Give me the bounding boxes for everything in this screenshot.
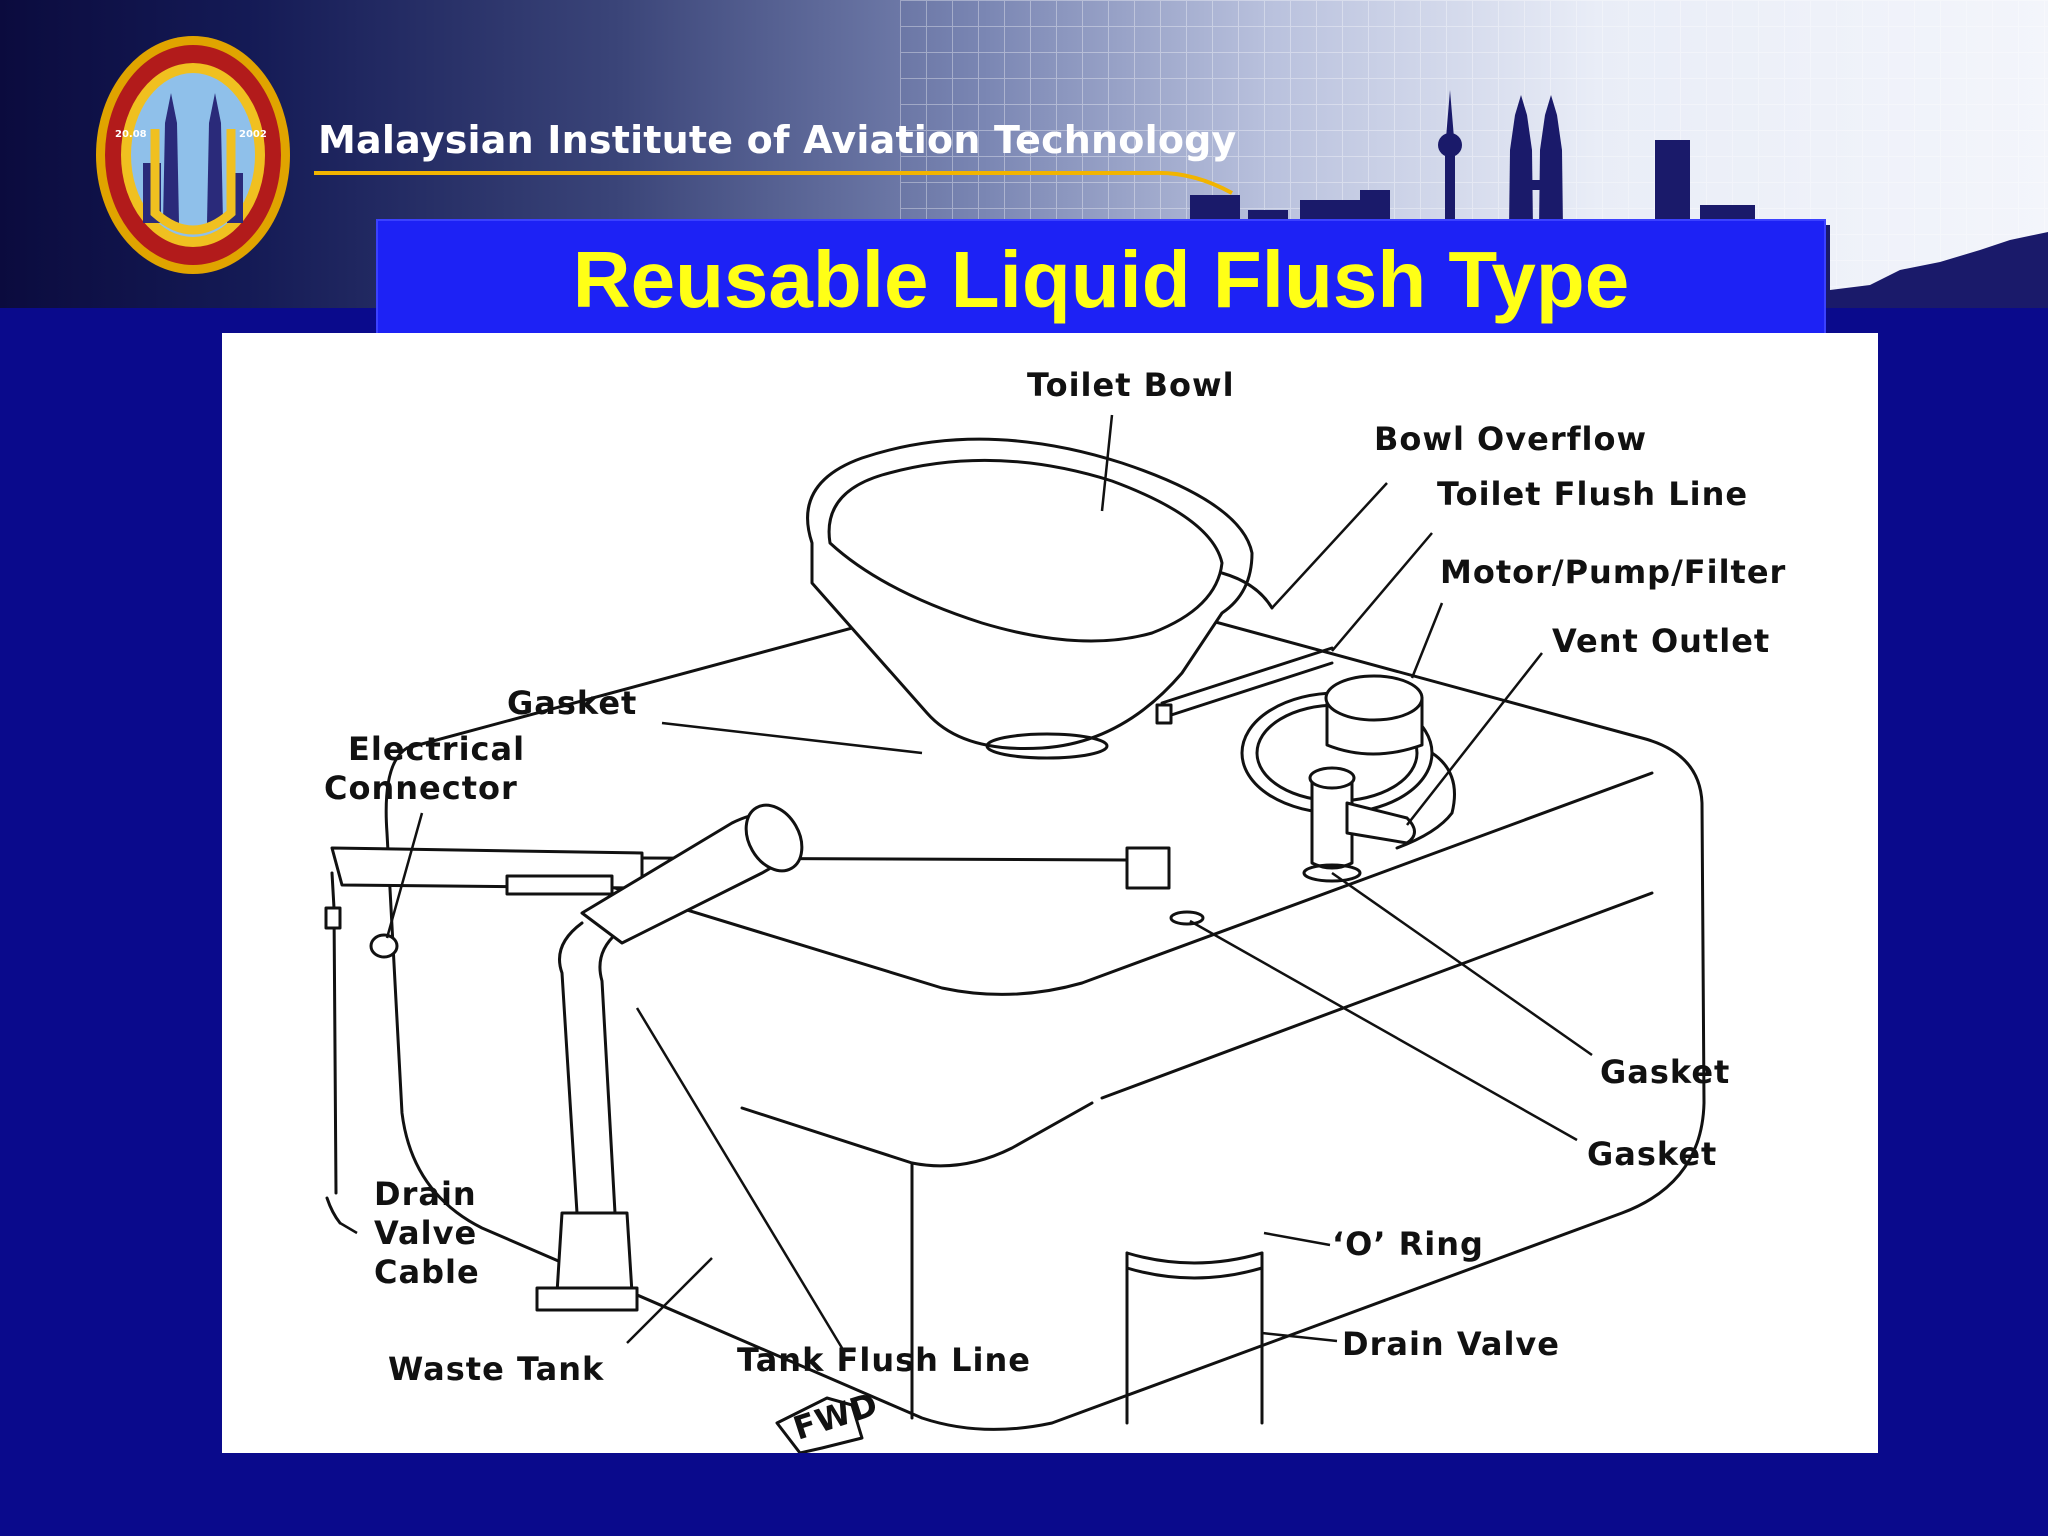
toilet-system-diagram: FWD Toilet Bowl Bowl Overflow Toilet Flu…: [324, 366, 1786, 1453]
logo-year-left: 20.08: [115, 129, 147, 140]
cable-break-mark: [325, 1196, 342, 1225]
label-gasket-bowl: Gasket: [507, 684, 637, 722]
header-accent-underline: [314, 170, 1233, 195]
vent-gasket-ring: [1302, 863, 1362, 883]
university-crest-logo: 20.08 2002: [96, 36, 290, 274]
bowl-overflow-tube: [1220, 571, 1274, 610]
leader-waste-tank: [626, 1257, 713, 1344]
leader-gasket-bowl: [661, 721, 923, 755]
flush-line-coupling: [555, 1211, 634, 1295]
leader-tank-flush-line: [635, 1007, 844, 1349]
pump-outlet-hose: [1395, 751, 1456, 850]
label-bowl-overflow: Bowl Overflow: [1374, 420, 1647, 458]
leader-gasket-right-2: [1189, 919, 1578, 1142]
toilet-bowl-shape: [806, 437, 1254, 751]
label-drain-valve: Drain Valve: [1342, 1325, 1560, 1363]
drain-valve-column: [1125, 1251, 1264, 1425]
cable-fitting: [324, 906, 342, 930]
electrical-connector-plug: [369, 933, 399, 959]
tank-flush-line-inner: [598, 931, 619, 1215]
flush-line-bracket: [1155, 703, 1173, 725]
leader-electrical-connector: [385, 812, 424, 939]
toilet-bowl-rim: [827, 458, 1224, 643]
leader-drain-valve: [1261, 1331, 1338, 1343]
fwd-arrow-icon: [775, 1396, 864, 1453]
label-drain-valve-cable-line3: Cable: [374, 1253, 480, 1291]
leader-drain-valve-cable: [339, 1221, 358, 1235]
logo-year-right: 2002: [239, 129, 267, 140]
vent-outlet-pipe: [1345, 801, 1416, 845]
leader-vent-outlet: [1406, 652, 1543, 826]
label-drain-valve-cable-line2: Valve: [374, 1214, 477, 1252]
leader-motor-pump-filter: [1410, 602, 1444, 679]
label-tank-flush-line: Tank Flush Line: [737, 1341, 1031, 1379]
leader-toilet-flush-line: [1331, 532, 1433, 652]
actuator-gasket: [1169, 910, 1205, 926]
o-ring-seal-lower: [1125, 1266, 1264, 1280]
valve-actuator-box: [1125, 846, 1171, 890]
leader-o-ring: [1263, 1231, 1331, 1247]
tank-top-edge: [515, 771, 1654, 996]
label-o-ring: ‘O’ Ring: [1332, 1225, 1484, 1263]
leader-gasket-right-1: [1331, 871, 1593, 1057]
label-electrical-connector-line2: Connector: [324, 769, 518, 807]
diagram-panel: FWD Toilet Bowl Bowl Overflow Toilet Flu…: [222, 333, 1878, 1453]
tank-ridge: [740, 1101, 1094, 1168]
label-motor-pump-filter: Motor/Pump/Filter: [1440, 553, 1786, 591]
label-waste-tank: Waste Tank: [388, 1350, 604, 1388]
leader-bowl-overflow: [1271, 482, 1388, 609]
label-drain-valve-cable-line1: Drain: [374, 1175, 477, 1213]
elbow-port: [744, 803, 804, 873]
flush-line-fitting-base: [535, 1286, 639, 1312]
institute-name: Malaysian Institute of Aviation Technolo…: [318, 118, 1237, 162]
label-toilet-bowl: Toilet Bowl: [1027, 366, 1235, 404]
tank-mid-line: [1100, 891, 1654, 1100]
motor-pump-top: [1324, 674, 1424, 722]
waste-tank-body: [384, 578, 1706, 1431]
label-toilet-flush-line: Toilet Flush Line: [1437, 475, 1748, 513]
toilet-flush-line-pipe: [1160, 646, 1334, 720]
label-gasket-right-1: Gasket: [1600, 1053, 1730, 1091]
vent-outlet-stem: [1310, 776, 1354, 870]
slide-title: Reusable Liquid Flush Type: [572, 235, 1630, 324]
bowl-gasket-ring: [985, 732, 1109, 760]
label-gasket-right-2: Gasket: [1587, 1135, 1717, 1173]
tank-flush-line-outer: [558, 921, 584, 1215]
title-bar: Reusable Liquid Flush Type: [376, 219, 1826, 337]
label-electrical-connector-line1: Electrical: [348, 730, 525, 768]
leader-toilet-bowl: [1100, 414, 1114, 512]
label-vent-outlet: Vent Outlet: [1552, 622, 1770, 660]
o-ring-seal: [1125, 1251, 1264, 1265]
connector-slot: [505, 874, 614, 896]
vent-outlet-cap: [1308, 766, 1356, 790]
